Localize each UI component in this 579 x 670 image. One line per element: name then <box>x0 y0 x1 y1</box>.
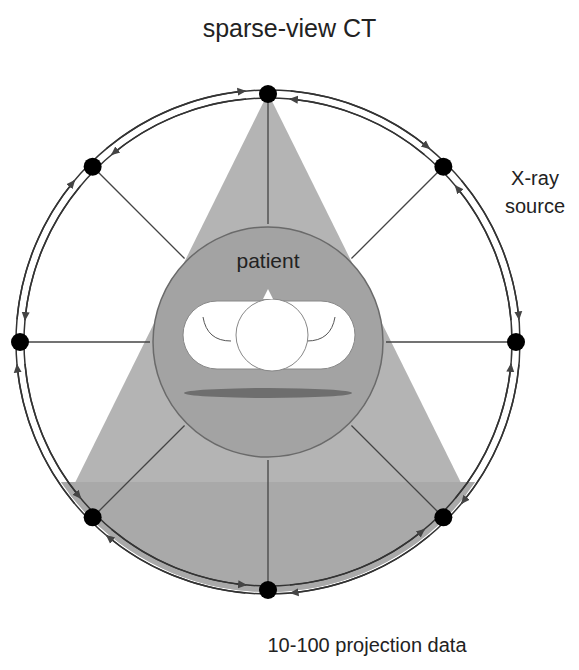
source-dot <box>11 333 29 351</box>
patient-label: patient <box>236 249 299 273</box>
ray-line <box>386 341 508 342</box>
nose <box>263 289 273 299</box>
ray-line <box>98 425 184 511</box>
ray-line <box>28 341 150 342</box>
source-dot <box>507 333 525 351</box>
rotation-arrow <box>107 91 246 148</box>
source-positions <box>11 85 525 599</box>
rotation-arrow <box>112 529 246 585</box>
rotation-arrows <box>17 91 519 593</box>
inner-ring <box>24 98 512 586</box>
rotation-arrow <box>291 91 430 148</box>
ray-lines <box>28 102 508 582</box>
source-dot <box>84 158 102 176</box>
rotation-arrow <box>112 99 246 155</box>
patient-circle: patient <box>151 225 385 459</box>
source-dot <box>259 581 277 599</box>
source-dot <box>259 85 277 103</box>
rotation-arrow <box>290 99 424 155</box>
ray-line <box>351 425 437 511</box>
x-ray-fan <box>0 93 579 612</box>
gantry-bore <box>153 227 383 457</box>
outer-ring <box>16 90 520 594</box>
rotation-arrow <box>17 181 74 320</box>
patient-head <box>236 299 308 371</box>
rotation-arrow <box>25 364 81 498</box>
rotation-arrow <box>290 529 424 585</box>
ray-line <box>351 172 437 258</box>
rotation-arrow <box>455 364 511 498</box>
rotation-arrow <box>461 365 518 504</box>
diagram-title: sparse-view CT <box>0 14 579 43</box>
rotation-arrow <box>455 186 511 320</box>
arm-line <box>203 317 231 341</box>
arm-line <box>307 317 335 341</box>
source-label: X-ray source <box>497 164 573 220</box>
patient-table <box>184 388 352 398</box>
projection-caption: 10-100 projection data <box>267 634 466 657</box>
source-dot <box>434 508 452 526</box>
rotation-arrow <box>291 535 430 592</box>
rotation-arrow <box>17 365 74 504</box>
source-dot <box>434 158 452 176</box>
ray-line <box>98 172 184 258</box>
ray-line <box>267 460 268 582</box>
source-dot <box>84 508 102 526</box>
rotation-arrow <box>107 535 246 592</box>
rotation-arrow <box>25 186 81 320</box>
ray-line <box>267 102 268 224</box>
